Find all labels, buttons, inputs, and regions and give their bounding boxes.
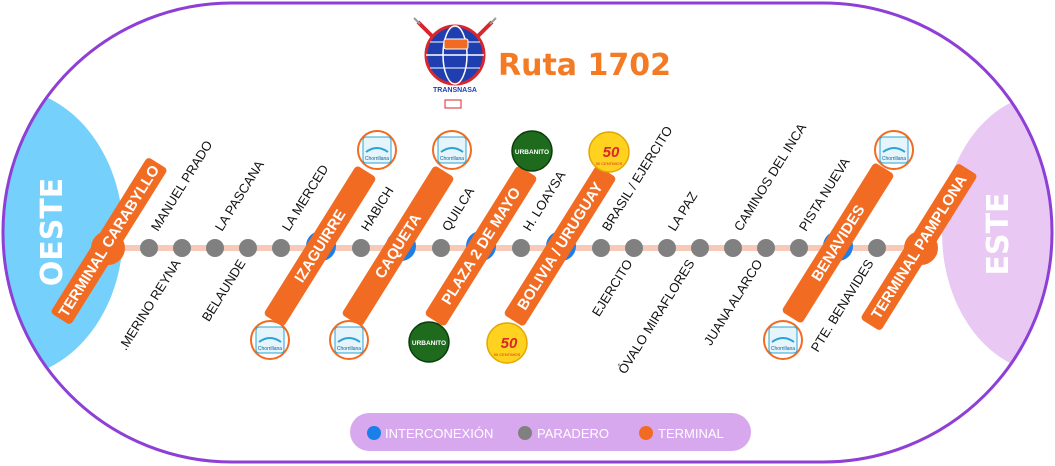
legend-label: INTERCONEXIÓN: [385, 426, 493, 441]
legend-swatch-terminal: [639, 426, 653, 440]
stop-dot: [691, 239, 709, 257]
chorrillana-badge-5: Chorrillana: [329, 320, 369, 360]
svg-text:Chorrillana: Chorrillana: [440, 156, 464, 162]
svg-text:Chorrillana: Chorrillana: [882, 156, 906, 162]
stop-dot: [432, 239, 450, 257]
svg-text:Chorrillana: Chorrillana: [337, 346, 361, 352]
west-label: OESTE: [35, 178, 70, 287]
chorrillana-badge-3: Chorrillana: [874, 130, 914, 170]
side-zones: [3, 3, 1052, 462]
legend-swatch-interconnection: [367, 426, 381, 440]
stop-dot: [658, 239, 676, 257]
svg-text:50 CENTIMOS: 50 CENTIMOS: [494, 352, 521, 357]
fifty-cents-badge-top: 50 50 CENTIMOS: [588, 131, 630, 173]
route-title: Ruta 1702: [498, 48, 671, 83]
chorrillana-badge-1: Chorrillana: [357, 130, 397, 170]
stop-markers: [140, 239, 886, 257]
svg-text:Chorrillana: Chorrillana: [258, 346, 282, 352]
legend-background: [350, 413, 751, 451]
chorrillana-badge-2: Chorrillana: [432, 130, 472, 170]
stop-dot: [512, 239, 530, 257]
svg-text:URBANITO: URBANITO: [412, 340, 446, 347]
legend: INTERCONEXIÓN PARADERO TERMINAL: [350, 413, 751, 451]
stop-dot: [592, 239, 610, 257]
svg-text:50: 50: [603, 144, 620, 161]
legend-label: TERMINAL: [658, 426, 724, 441]
urbanito-badge-top: URBANITO: [511, 130, 553, 172]
legend-label: PARADERO: [537, 426, 609, 441]
stop-dot: [757, 239, 775, 257]
company-logo: TRANSNASA: [413, 17, 497, 109]
stop-dot: [352, 239, 370, 257]
fifty-cents-badge-bottom: 50 50 CENTIMOS: [486, 322, 528, 364]
east-zone: [942, 93, 1052, 373]
stop-dot: [625, 239, 643, 257]
stop-dot: [868, 239, 886, 257]
urbanito-badge-bottom: URBANITO: [408, 321, 450, 363]
stop-dot: [272, 239, 290, 257]
chorrillana-badge-6: Chorrillana: [763, 320, 803, 360]
stop-dot: [724, 239, 742, 257]
chorrillana-badge-4: Chorrillana: [250, 320, 290, 360]
svg-text:Chorrillana: Chorrillana: [771, 346, 795, 352]
east-label: ESTE: [981, 192, 1016, 275]
stop-dot: [239, 239, 257, 257]
stop-dot: [206, 239, 224, 257]
logo-text: TRANSNASA: [433, 87, 477, 94]
svg-text:50 CENTIMOS: 50 CENTIMOS: [596, 161, 623, 166]
svg-text:Chorrillana: Chorrillana: [365, 156, 389, 162]
stop-dot: [173, 239, 191, 257]
stop-dot: [140, 239, 158, 257]
legend-swatch-stop: [518, 426, 532, 440]
svg-text:50: 50: [501, 335, 518, 352]
svg-text:URBANITO: URBANITO: [515, 149, 549, 156]
stop-dot: [790, 239, 808, 257]
